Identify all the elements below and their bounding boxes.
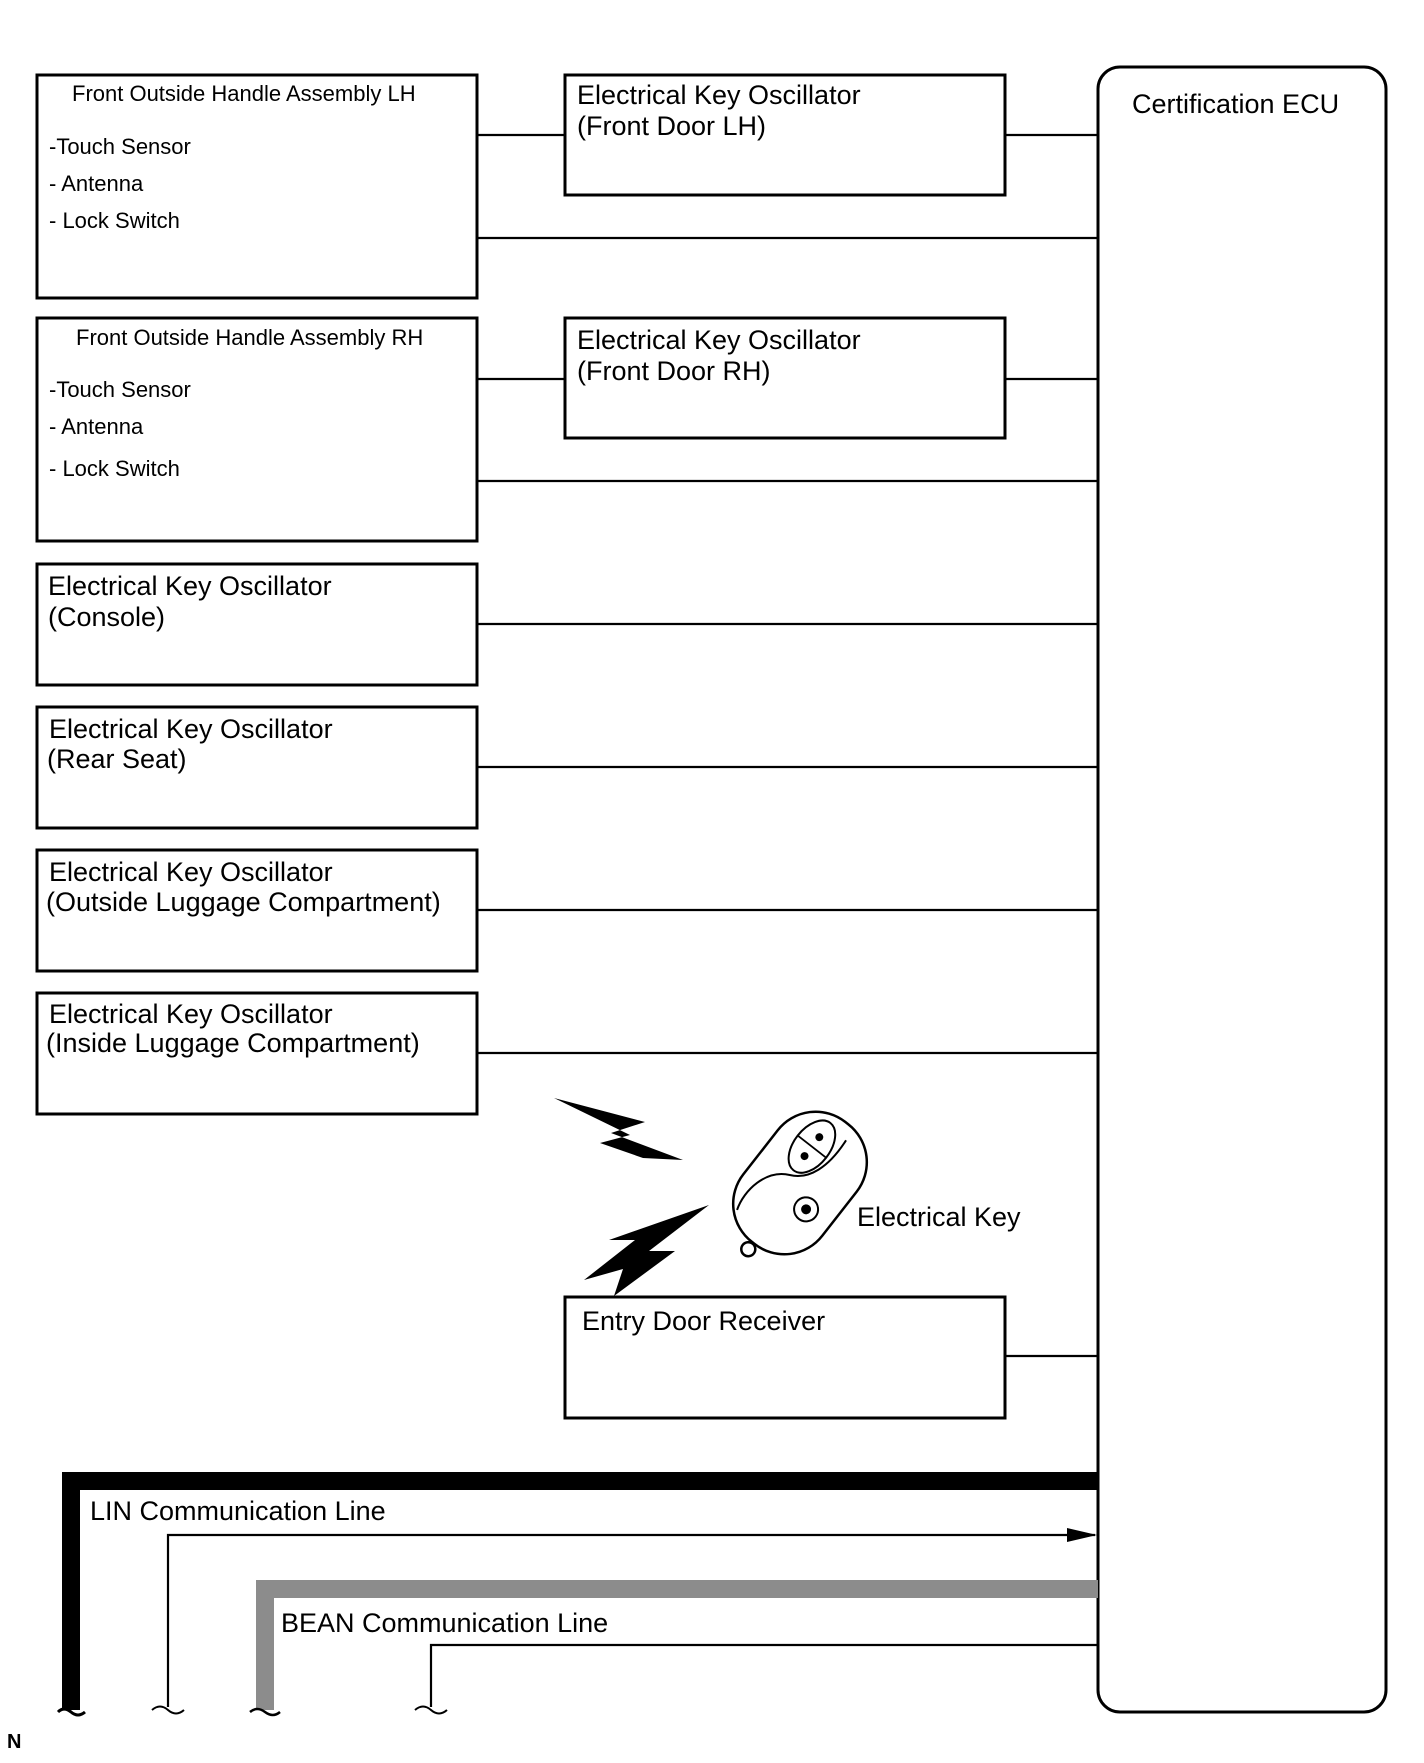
figure-code: N	[7, 1731, 21, 1753]
bean-bus-thick-line	[256, 1580, 1098, 1710]
entry-door-receiver-label: Entry Door Receiver	[582, 1306, 825, 1336]
handle-lh-item-lock-switch: - Lock Switch	[49, 208, 180, 233]
certification-ecu-label: Certification ECU	[1132, 89, 1339, 119]
bean-communication-line-label: BEAN Communication Line	[281, 1608, 608, 1638]
handle-rh-item-touch-sensor: -Touch Sensor	[49, 377, 191, 402]
oscillator-inside-luggage-box	[35, 991, 479, 1116]
handle-assembly-lh-title: Front Outside Handle Assembly LH	[72, 81, 416, 106]
handle-assembly-lh-box	[35, 73, 479, 300]
oscillator-rear-seat: Electrical Key Oscillator (Rear Seat)	[35, 705, 479, 830]
signal-bolt-to-key-icon	[554, 1098, 683, 1160]
handle-assembly-lh: Front Outside Handle Assembly LH -Touch …	[35, 73, 479, 300]
oscillator-console-line1: Electrical Key Oscillator	[48, 571, 332, 601]
oscillator-rear-seat-line2: (Rear Seat)	[47, 744, 187, 774]
oscillator-front-door-rh-box	[563, 316, 1007, 440]
handle-assembly-rh-box	[35, 316, 479, 543]
handle-assembly-rh-title: Front Outside Handle Assembly RH	[76, 325, 423, 350]
oscillator-outside-luggage-line1: Electrical Key Oscillator	[49, 857, 333, 887]
oscillator-outside-luggage-line2: (Outside Luggage Compartment)	[46, 887, 441, 917]
handle-lh-item-touch-sensor: -Touch Sensor	[49, 134, 191, 159]
bean-bus-break-mark	[249, 1707, 281, 1717]
lin-wire-break-mark	[151, 1705, 185, 1715]
oscillator-front-door-lh-line2: (Front Door LH)	[577, 111, 766, 141]
oscillator-rear-seat-box	[35, 705, 479, 830]
oscillator-front-door-lh-box	[563, 73, 1007, 197]
lin-communication-line: LIN Communication Line	[56, 1472, 1098, 1717]
oscillator-front-door-lh: Electrical Key Oscillator (Front Door LH…	[563, 73, 1007, 197]
electrical-key-icon	[731, 1110, 869, 1258]
bean-communication-line: BEAN Communication Line	[249, 1580, 1098, 1717]
oscillator-front-door-lh-line1: Electrical Key Oscillator	[577, 80, 861, 110]
lin-signal-wire	[166, 1533, 1095, 1707]
oscillator-console-box	[35, 562, 479, 687]
certification-ecu: Certification ECU	[1096, 65, 1388, 1714]
oscillator-console: Electrical Key Oscillator (Console)	[35, 562, 479, 687]
lin-arrow-head-icon	[1067, 1528, 1097, 1542]
oscillator-inside-luggage-line2: (Inside Luggage Compartment)	[46, 1028, 420, 1058]
oscillator-console-line2: (Console)	[48, 602, 165, 632]
bean-signal-wire	[429, 1643, 1098, 1707]
lin-bus-thick-line	[62, 1472, 1098, 1710]
lin-bus-break-mark	[56, 1707, 86, 1717]
bean-wire-break-mark	[414, 1705, 448, 1715]
signal-bolt-to-receiver-icon	[584, 1205, 709, 1296]
entry-door-receiver-box	[563, 1295, 1007, 1420]
electrical-key-label: Electrical Key	[857, 1202, 1021, 1232]
lin-communication-line-label: LIN Communication Line	[90, 1496, 386, 1526]
handle-rh-item-lock-switch: - Lock Switch	[49, 456, 180, 481]
oscillator-front-door-rh-line1: Electrical Key Oscillator	[577, 325, 861, 355]
ecu-wires	[477, 133, 1098, 1358]
handle-rh-item-antenna: - Antenna	[49, 414, 144, 439]
handle-assembly-rh: Front Outside Handle Assembly RH -Touch …	[35, 316, 479, 543]
oscillator-rear-seat-line1: Electrical Key Oscillator	[49, 714, 333, 744]
oscillator-outside-luggage-box	[35, 848, 479, 973]
entry-door-receiver: Entry Door Receiver	[563, 1295, 1007, 1420]
handle-lh-item-antenna: - Antenna	[49, 171, 144, 196]
oscillator-inside-luggage-line1: Electrical Key Oscillator	[49, 999, 333, 1029]
oscillator-front-door-rh: Electrical Key Oscillator (Front Door RH…	[563, 316, 1007, 440]
oscillator-outside-luggage: Electrical Key Oscillator (Outside Lugga…	[35, 848, 479, 973]
oscillator-inside-luggage: Electrical Key Oscillator (Inside Luggag…	[35, 991, 479, 1116]
oscillator-front-door-rh-line2: (Front Door RH)	[577, 356, 771, 386]
certification-ecu-box	[1096, 65, 1388, 1714]
